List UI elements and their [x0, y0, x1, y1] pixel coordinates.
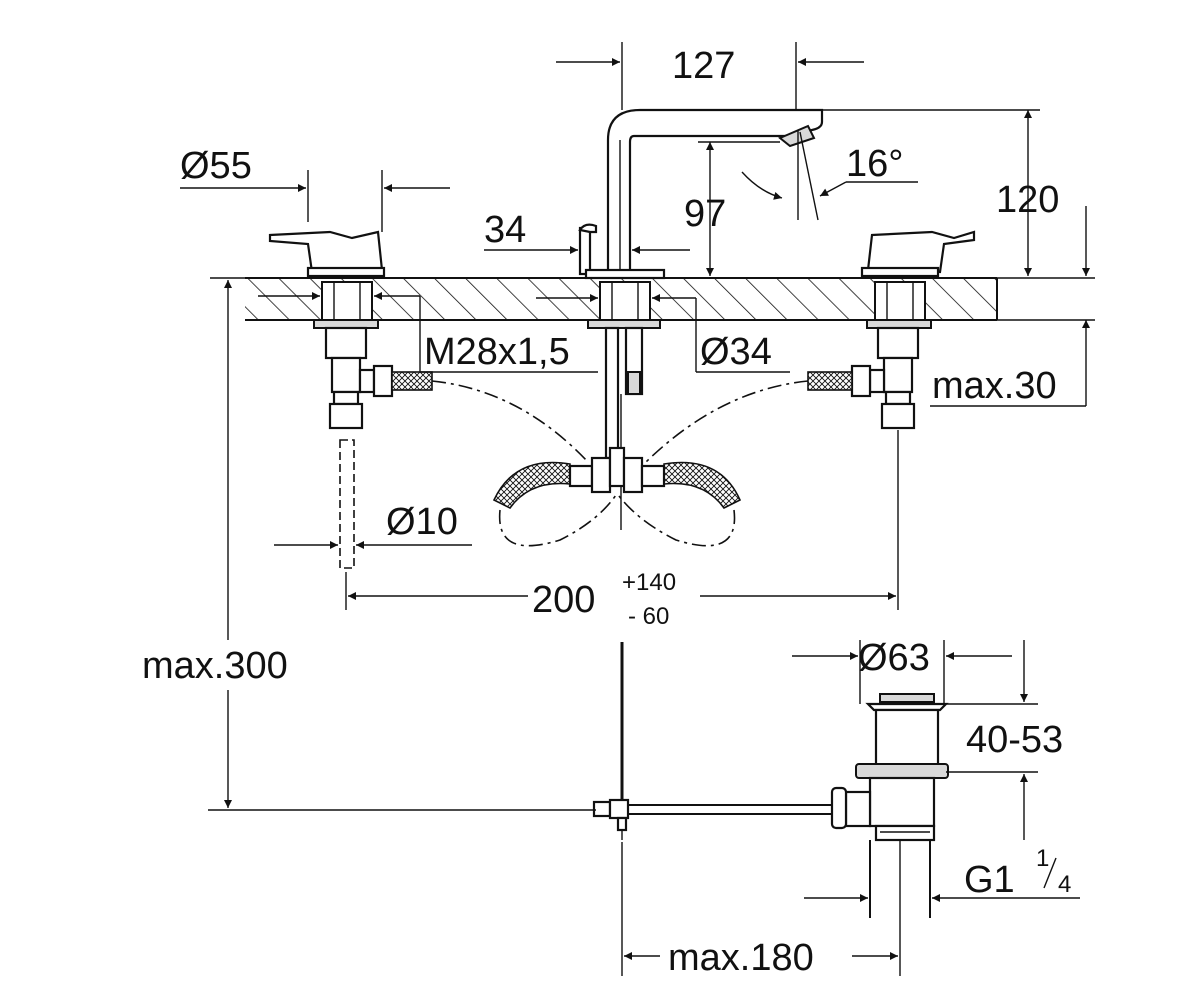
spacing-minus-label: - 60 [628, 603, 669, 630]
supply-diameter-label: Ø10 [386, 501, 458, 543]
max-height-label: max.300 [142, 645, 288, 687]
drain-height-label: 40-53 [966, 719, 1063, 761]
handle-spacing-label: 200 [532, 579, 595, 621]
drain-thread-numerator: 1 [1036, 845, 1049, 872]
tee-connector [431, 380, 809, 547]
spout [578, 108, 824, 530]
spout-angle-label: 16° [846, 143, 903, 185]
spout-height-label: 120 [996, 179, 1059, 221]
thread-label: M28x1,5 [424, 331, 570, 373]
shank-diameter-label: Ø34 [700, 331, 772, 373]
left-handle-valve [268, 230, 433, 569]
max-deck-thickness-label: max.30 [932, 365, 1057, 407]
spout-reach-label: 127 [672, 45, 735, 87]
rod-reach-label: max.180 [668, 937, 814, 979]
lever-dim-label: 34 [484, 209, 526, 251]
spacing-plus-label: +140 [622, 569, 676, 596]
outlet-height-label: 97 [684, 193, 726, 235]
drain-diameter-label: Ø63 [858, 637, 930, 679]
popup-rod [592, 642, 832, 840]
drain [830, 693, 949, 918]
drain-thread-label: G1 [964, 859, 1015, 901]
right-handle-valve [807, 230, 976, 430]
handle-diameter-label: Ø55 [180, 145, 252, 187]
drain-thread-denominator: 4 [1058, 871, 1071, 898]
dimension-lines [180, 42, 1090, 976]
